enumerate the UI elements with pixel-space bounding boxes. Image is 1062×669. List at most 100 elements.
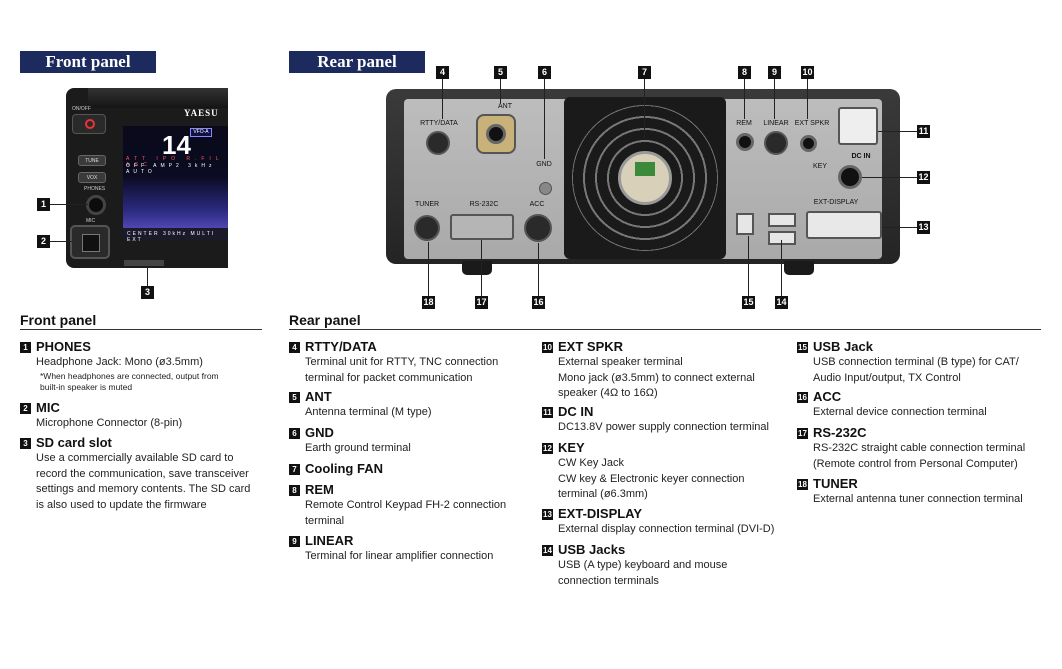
item-desc: RS-232C straight cable connection termin… [813, 442, 1026, 470]
acc-connector [524, 214, 552, 242]
item-title: DC IN [558, 404, 594, 419]
item-desc: Antenna terminal (M type) [305, 406, 432, 418]
item-desc: DC13.8V power supply connection terminal [558, 421, 769, 433]
badge-10: 10 [801, 66, 814, 79]
rs232c-connector [450, 214, 514, 240]
item-desc: External speaker terminal Mono jack (ø3.… [558, 356, 755, 399]
ext-display-connector [806, 211, 882, 239]
power-button [72, 114, 106, 134]
item-title: PHONES [36, 339, 91, 354]
item-desc: USB connection terminal (B type) for CAT… [813, 356, 1019, 384]
vfo-badge: VFO-A [190, 128, 212, 137]
item-desc: Terminal for linear amplifier connection [305, 550, 494, 562]
lead-line [774, 79, 775, 119]
lead-line [500, 79, 501, 103]
rs232c-label: RS-232C [469, 201, 499, 208]
tune-button: TUNE [78, 155, 106, 166]
badge-3: 3 [141, 286, 154, 299]
vox-button: VOX [78, 172, 106, 183]
badge-17: 17 [475, 296, 488, 309]
item-note: *When headphones are connected, output f… [40, 370, 219, 392]
rtty-connector [426, 131, 450, 155]
usb-a-jack [768, 213, 796, 227]
item-number: 17 [797, 427, 808, 439]
badge-8: 8 [738, 66, 751, 79]
item-number: 15 [797, 341, 808, 353]
gnd-terminal [539, 182, 552, 195]
gnd-label: GND [536, 161, 552, 168]
ant-connector [476, 114, 516, 154]
lead-line [442, 79, 443, 119]
front-panel-tab: Front panel [20, 51, 156, 73]
item-number: 4 [289, 341, 300, 353]
lead-line [882, 227, 917, 228]
key-jack [838, 165, 862, 189]
lead-line [878, 131, 917, 132]
ext-spkr-label: EXT SPKR [794, 120, 830, 127]
item-desc: External device connection terminal [813, 406, 987, 418]
item-acc: 16 ACC External device connection termina… [797, 389, 1057, 421]
item-title: EXT-DISPLAY [558, 506, 643, 521]
front-section-rule [20, 329, 262, 330]
front-section-heading: Front panel [20, 312, 97, 328]
rear-section-rule [289, 329, 1041, 330]
item-title: Cooling FAN [305, 461, 383, 476]
badge-6: 6 [538, 66, 551, 79]
lead-line [428, 242, 429, 296]
item-title: EXT SPKR [558, 339, 624, 354]
badge-12: 12 [917, 171, 930, 184]
item-title: RS-232C [813, 425, 867, 440]
item-desc: Microphone Connector (8-pin) [36, 417, 183, 429]
item-number: 3 [20, 437, 31, 449]
lead-line [481, 240, 482, 296]
item-title: MIC [36, 400, 60, 415]
dc-in-connector [838, 107, 878, 145]
item-number: 9 [289, 535, 300, 547]
lead-line [748, 236, 749, 296]
display-row-1: ATT IPO R.FIL AGC [126, 156, 224, 168]
rem-label: REM [736, 120, 752, 127]
badge-13: 13 [917, 221, 930, 234]
item-title: SD card slot [36, 435, 112, 450]
ant-label: ANT [498, 103, 512, 110]
item-title: KEY [558, 440, 585, 455]
item-usb-jack: 15 USB Jack USB connection terminal (B ty… [797, 339, 1057, 386]
rear-panel-image: RTTY/DATA ANT GND REM LINEAR EXT SPKR DC… [386, 89, 900, 275]
badge-4: 4 [436, 66, 449, 79]
lead-line [781, 240, 782, 296]
item-title: LINEAR [305, 533, 354, 548]
fan-hub [618, 151, 672, 205]
phones-label: PHONES [84, 186, 106, 192]
display-bottom-bar: CENTER 30kHz MULTI EXT [123, 228, 228, 243]
linear-connector [764, 131, 788, 155]
item-desc: Remote Control Keypad FH-2 connection te… [305, 499, 507, 527]
sd-card-slot [124, 260, 164, 266]
badge-15: 15 [742, 296, 755, 309]
badge-9: 9 [768, 66, 781, 79]
item-linear: 9 LINEAR Terminal for linear amplifier co… [289, 533, 539, 565]
badge-1: 1 [37, 198, 50, 211]
item-number: 5 [289, 391, 300, 403]
item-desc: External antenna tuner connection termin… [813, 493, 1023, 505]
lead-line [744, 79, 745, 119]
lead-line [50, 241, 72, 242]
item-number: 16 [797, 391, 808, 403]
rear-foot [462, 261, 492, 275]
usb-a-jack [768, 231, 796, 245]
item-title: USB Jacks [558, 542, 626, 557]
item-title: USB Jack [813, 339, 873, 354]
ant-socket [486, 124, 506, 144]
item-title: ACC [813, 389, 842, 404]
frequency-readout: 14 [162, 130, 191, 160]
lead-line [50, 204, 88, 205]
item-number: 2 [20, 402, 31, 414]
badge-11: 11 [917, 125, 930, 138]
mic-label: MIC [86, 218, 96, 224]
power-icon [85, 119, 95, 129]
